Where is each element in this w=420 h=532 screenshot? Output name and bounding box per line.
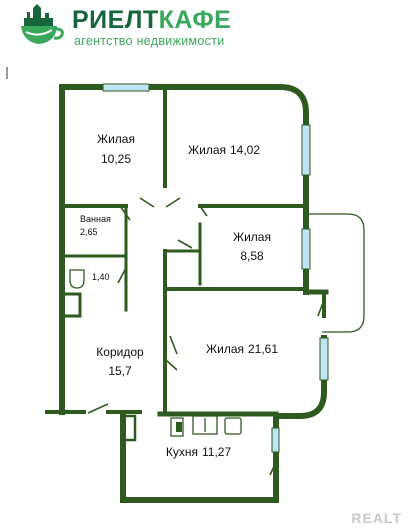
kitchen-cabinet-icon	[170, 417, 184, 437]
room-bathroom-area: 2,65	[80, 227, 98, 237]
watermark: REALT	[351, 510, 402, 526]
window-living-2	[301, 124, 311, 176]
city-cup-logo-icon	[21, 4, 64, 44]
windows	[102, 83, 329, 453]
room-kitchen-name: Кухня	[166, 445, 198, 459]
room-living-1-name: Жилая	[97, 132, 135, 146]
room-living-3-name: Жилая	[233, 230, 271, 244]
balcony-outline	[306, 213, 365, 333]
sink-icon	[192, 415, 218, 435]
room-living-1-area: 10,25	[101, 152, 131, 166]
room-kitchen-area: 11,27	[202, 445, 231, 459]
room-toilet-area: 1,40	[92, 272, 110, 282]
window-living-3	[301, 228, 311, 270]
room-living-2-name: Жилая	[188, 143, 226, 157]
doors	[87, 197, 325, 476]
walls	[45, 84, 329, 503]
room-bathroom-name: Ванная	[80, 214, 111, 224]
room-living-2-area: 14,02	[230, 143, 260, 157]
room-living-4-name: Жилая	[206, 342, 244, 356]
window-living-4	[319, 337, 329, 381]
brand-tagline: агентство недвижимости	[74, 34, 225, 48]
room-living-3-area: 8,58	[240, 249, 264, 263]
toilet-icon	[69, 269, 85, 289]
room-corridor-name: Коридор	[96, 345, 144, 359]
fixtures	[69, 269, 242, 437]
window-top	[102, 83, 150, 92]
brand-name: РИЕЛТКАФЕ	[72, 6, 232, 34]
stove-icon	[224, 417, 242, 435]
room-living-4-area: 21,61	[248, 342, 278, 356]
room-corridor-area: 15,7	[108, 364, 132, 378]
logo: РИЕЛТКАФЕ агентство недвижимости	[18, 4, 278, 50]
window-kitchen	[271, 427, 280, 453]
